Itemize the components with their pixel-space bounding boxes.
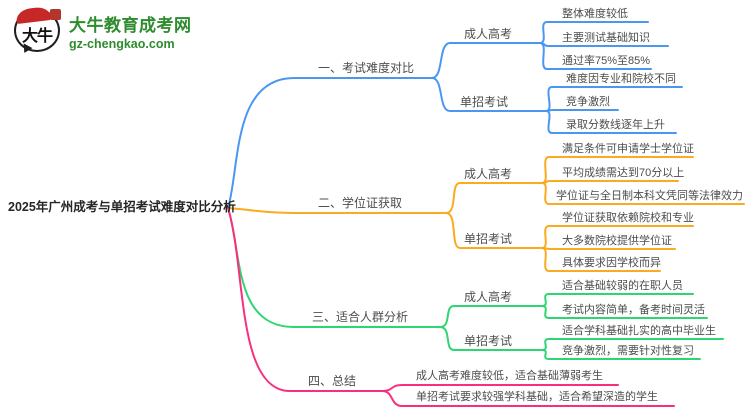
- leaf-node: 录取分数线逐年上升: [566, 119, 665, 131]
- site-logo[interactable]: 大牛 大牛教育成考网 gz-chengkao.com: [14, 5, 192, 60]
- connector-line: [545, 110, 677, 134]
- logo-seal-icon: [50, 9, 61, 20]
- connector-line: [431, 42, 541, 79]
- leaf-node: 适合学科基础扎实的高中毕业生: [562, 325, 716, 337]
- leaf-node: 整体难度较低: [562, 8, 628, 20]
- branch-node: 四、总结: [308, 374, 357, 388]
- site-url: gz-chengkao.com: [69, 36, 175, 51]
- leaf-node: 大多数院校提供学位证: [562, 235, 672, 247]
- leaf-node: 通过率75%至85%: [562, 55, 651, 67]
- connector-line: [541, 182, 745, 205]
- connector-line: [541, 247, 676, 250]
- connector-line: [381, 390, 675, 407]
- leaf-node: 具体要求因学校而异: [562, 257, 661, 269]
- leaf-node: 难度因专业和院校不同: [566, 73, 676, 85]
- connector-line: [541, 247, 661, 272]
- connector-line: [431, 77, 547, 112]
- branch-node: 二、学位证获取: [318, 196, 403, 210]
- connector-line: [545, 109, 619, 112]
- logo-bubble-icon: 大牛: [14, 5, 61, 60]
- connector-line: [541, 349, 701, 360]
- child-node: 单招考试: [460, 95, 509, 109]
- branch-2-lines: [227, 156, 745, 272]
- child-node: 成人高考: [464, 290, 513, 304]
- leaf-node: 主要测试基础知识: [562, 32, 650, 44]
- connector-line: [445, 212, 543, 249]
- branch-node: 三、适合人群分析: [312, 310, 409, 324]
- root-node: 2025年广州成考与单招考试难度对比分析: [8, 200, 236, 214]
- child-node: 成人高考: [464, 27, 513, 41]
- site-name: 大牛教育成考网: [69, 15, 192, 35]
- branch-node: 一、考试难度对比: [318, 61, 415, 75]
- connector-line: [439, 305, 543, 328]
- logo-text-block: 大牛教育成考网 gz-chengkao.com: [69, 11, 192, 51]
- leaf-node: 学位证与全日制本科文凭同等法律效力: [556, 190, 743, 202]
- connector-line: [541, 305, 708, 319]
- connector-line: [227, 207, 383, 392]
- branch-1-lines: [227, 21, 683, 209]
- leaf-node: 平均成绩需达到70分以上: [562, 167, 685, 179]
- connector-line: [445, 182, 543, 214]
- leaf-node: 适合基础较弱的在职人员: [562, 280, 683, 292]
- branch-4-lines: [227, 207, 675, 407]
- leaf-node: 满足条件可申请学士学位证: [562, 143, 694, 155]
- logo-badge-text: 大牛: [21, 27, 53, 45]
- leaf-node: 竞争激烈: [566, 96, 610, 108]
- leaf-node: 竞争激烈，需要针对性复习: [562, 345, 694, 357]
- leaf-node: 成人高考难度较低，适合基础薄弱考生: [416, 370, 603, 382]
- connector-line: [439, 326, 543, 351]
- connector-line: [539, 42, 652, 70]
- child-node: 成人高考: [464, 167, 513, 181]
- leaf-node: 学位证获取依赖院校和专业: [562, 212, 694, 224]
- leaf-node: 单招考试要求较强学科基础，适合希望深造的学生: [416, 391, 658, 403]
- connector-line: [227, 77, 433, 209]
- child-node: 单招考试: [464, 334, 513, 348]
- child-node: 单招考试: [464, 232, 513, 246]
- connector-line: [227, 207, 447, 214]
- leaf-node: 考试内容简单，备考时间灵活: [562, 304, 705, 316]
- connector-line: [541, 180, 679, 184]
